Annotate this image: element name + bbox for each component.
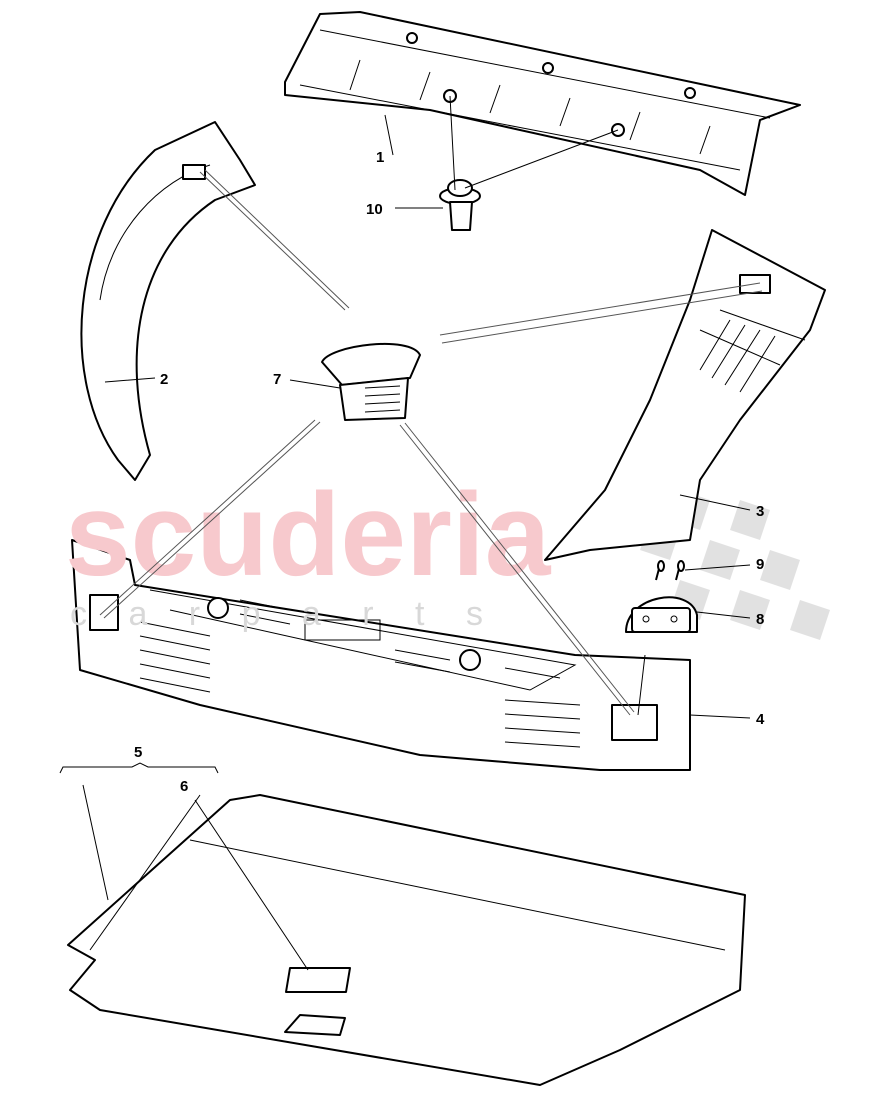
callout-7: 7 xyxy=(273,371,281,388)
part-4-rear-panel xyxy=(71,539,691,771)
part-7-cap xyxy=(321,342,421,421)
callout-1: 1 xyxy=(376,149,384,166)
callout-8: 8 xyxy=(756,611,764,628)
callout-9: 9 xyxy=(756,556,764,573)
callout-2: 2 xyxy=(160,371,168,388)
part-2-arch-trim xyxy=(80,121,256,481)
checkered-flag xyxy=(610,470,830,640)
callout-4: 4 xyxy=(756,711,765,728)
watermark-brand: scuderia xyxy=(65,469,552,601)
callout-10: 10 xyxy=(366,201,383,218)
callout-3: 3 xyxy=(756,503,764,520)
watermark: scuderia c a r p a r t s xyxy=(65,469,552,633)
part-3-pillar-trim xyxy=(544,229,826,561)
part-9-screws xyxy=(655,560,685,581)
part-5-floor-mat xyxy=(67,794,746,1086)
callout-5: 5 xyxy=(134,744,142,761)
watermark-tagline: c a r p a r t s xyxy=(70,595,499,633)
part-6-handle xyxy=(284,967,351,1036)
part-10-clip xyxy=(439,179,481,231)
leader-lines xyxy=(59,95,763,971)
callout-labels: 1 2 3 4 5 6 7 8 9 10 xyxy=(134,149,765,795)
part-8-cover xyxy=(625,596,698,633)
part-1-trim-panel xyxy=(284,11,801,196)
callout-6: 6 xyxy=(180,778,188,795)
